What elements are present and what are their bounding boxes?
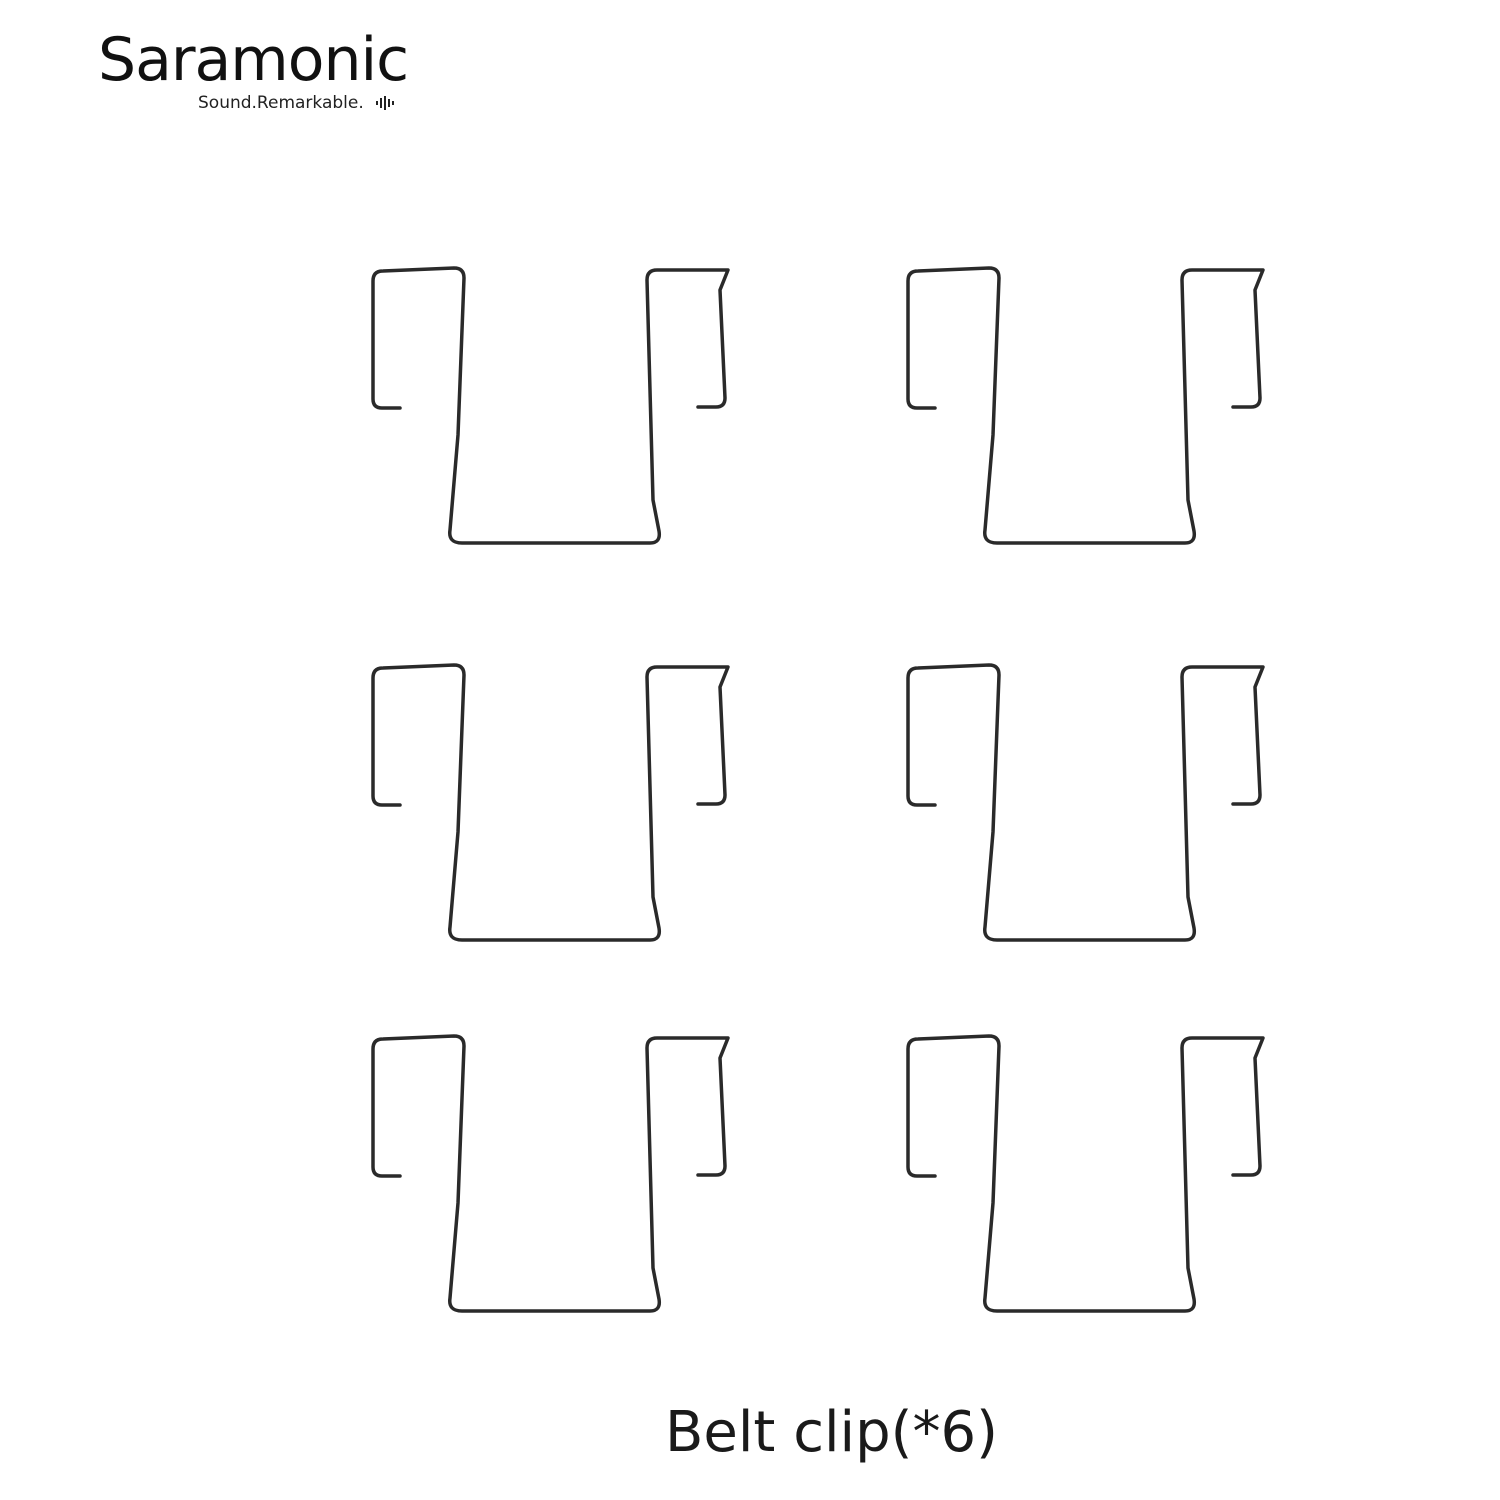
belt-clip (906, 663, 1265, 942)
sound-wave-icon (376, 96, 395, 110)
product-caption: Belt clip(*6) (665, 1400, 998, 1465)
belt-clip (906, 1034, 1265, 1313)
brand-name: Saramonic (98, 25, 409, 95)
brand-tagline-row: Sound.Remarkable. (198, 92, 395, 114)
belt-clip (371, 1034, 730, 1313)
belt-clip (371, 663, 730, 942)
belt-clip (906, 266, 1265, 545)
brand-tagline: Sound.Remarkable. (198, 93, 364, 113)
belt-clip (371, 266, 730, 545)
brand-logo: Saramonic Sound.Remarkable. (98, 22, 458, 122)
